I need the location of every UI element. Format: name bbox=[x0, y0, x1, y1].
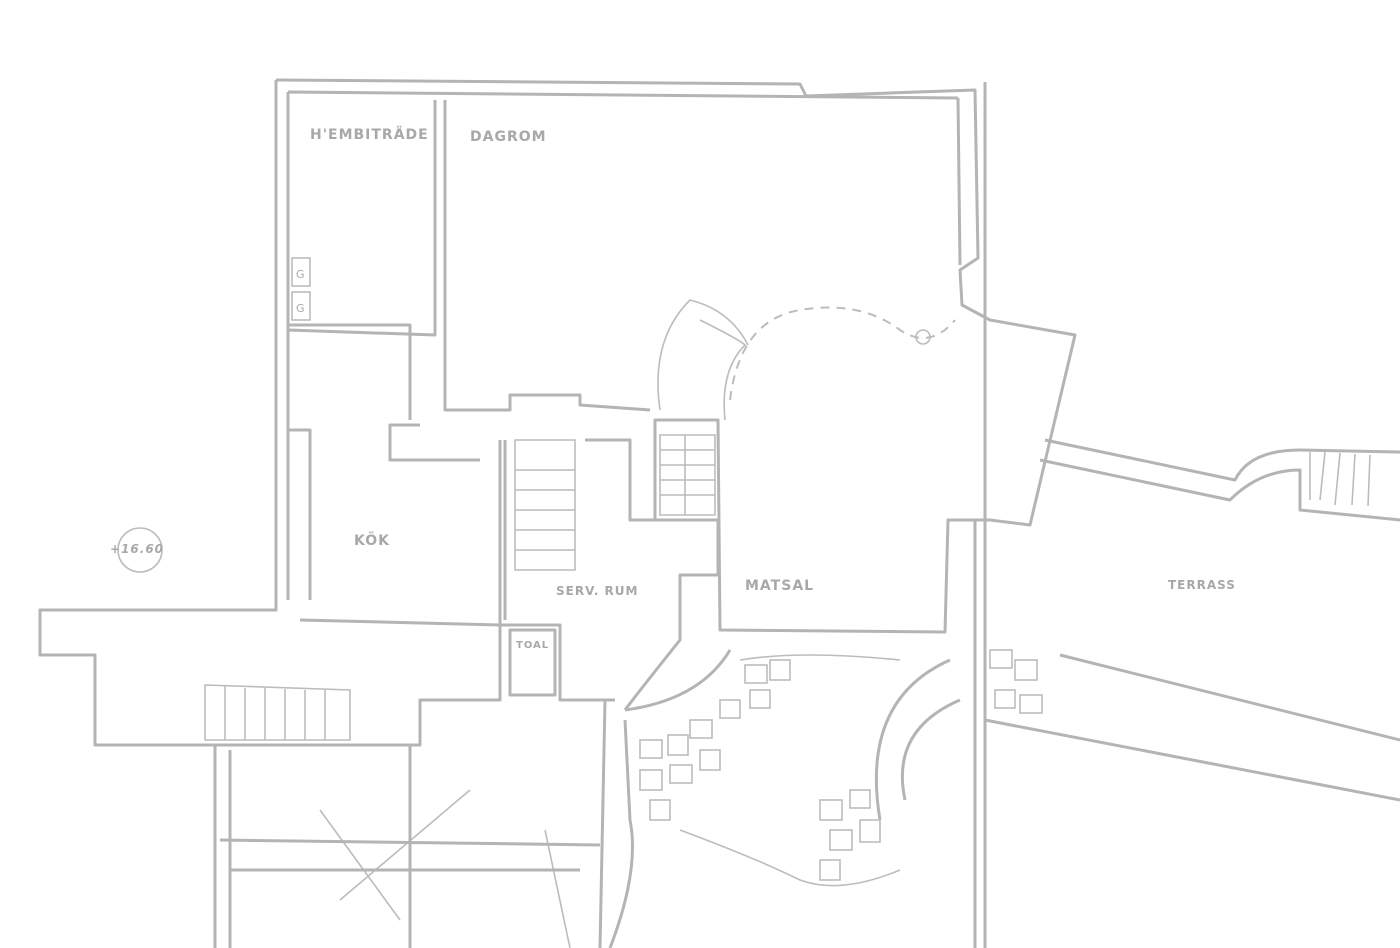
room-label-hembitrade: H'EMBITRÄDE bbox=[310, 127, 429, 143]
room-label-dagrom: DAGROM bbox=[470, 129, 547, 145]
room-label-serv-rum: SERV. RUM bbox=[556, 584, 639, 598]
level-marker: +16.60 bbox=[110, 542, 165, 556]
wall bbox=[443, 100, 651, 412]
terrace-steps bbox=[1309, 451, 1371, 507]
column-symbol bbox=[915, 329, 931, 345]
room-label-kok: KÖK bbox=[354, 533, 390, 549]
wall bbox=[498, 438, 720, 711]
wall bbox=[215, 428, 502, 747]
outer-wall bbox=[275, 78, 1077, 634]
stair bbox=[204, 684, 351, 741]
wall bbox=[287, 100, 480, 462]
wall bbox=[38, 80, 278, 948]
stair bbox=[659, 434, 716, 516]
stair bbox=[514, 439, 576, 571]
appliance-box bbox=[291, 257, 311, 287]
construction-lines bbox=[319, 789, 571, 948]
spiral-stair bbox=[657, 299, 749, 421]
dining-curve bbox=[729, 306, 956, 401]
terrace-outline bbox=[984, 438, 1400, 802]
room-label-matsal: MATSAL bbox=[745, 578, 815, 594]
garden-path bbox=[679, 654, 901, 887]
lower-walls bbox=[219, 745, 601, 948]
room-label-toal: TOAL bbox=[516, 640, 550, 651]
appliance-label: G bbox=[296, 302, 305, 315]
level-marker-circle bbox=[117, 527, 163, 573]
wall bbox=[973, 82, 987, 948]
stepping-stones bbox=[639, 649, 1043, 881]
appliance-box bbox=[291, 291, 311, 321]
room-label-terrass: TERRASS bbox=[1168, 578, 1236, 592]
wall bbox=[503, 440, 557, 697]
curved-steps bbox=[598, 649, 961, 948]
wall bbox=[286, 90, 962, 600]
appliance-label: G bbox=[296, 268, 305, 281]
